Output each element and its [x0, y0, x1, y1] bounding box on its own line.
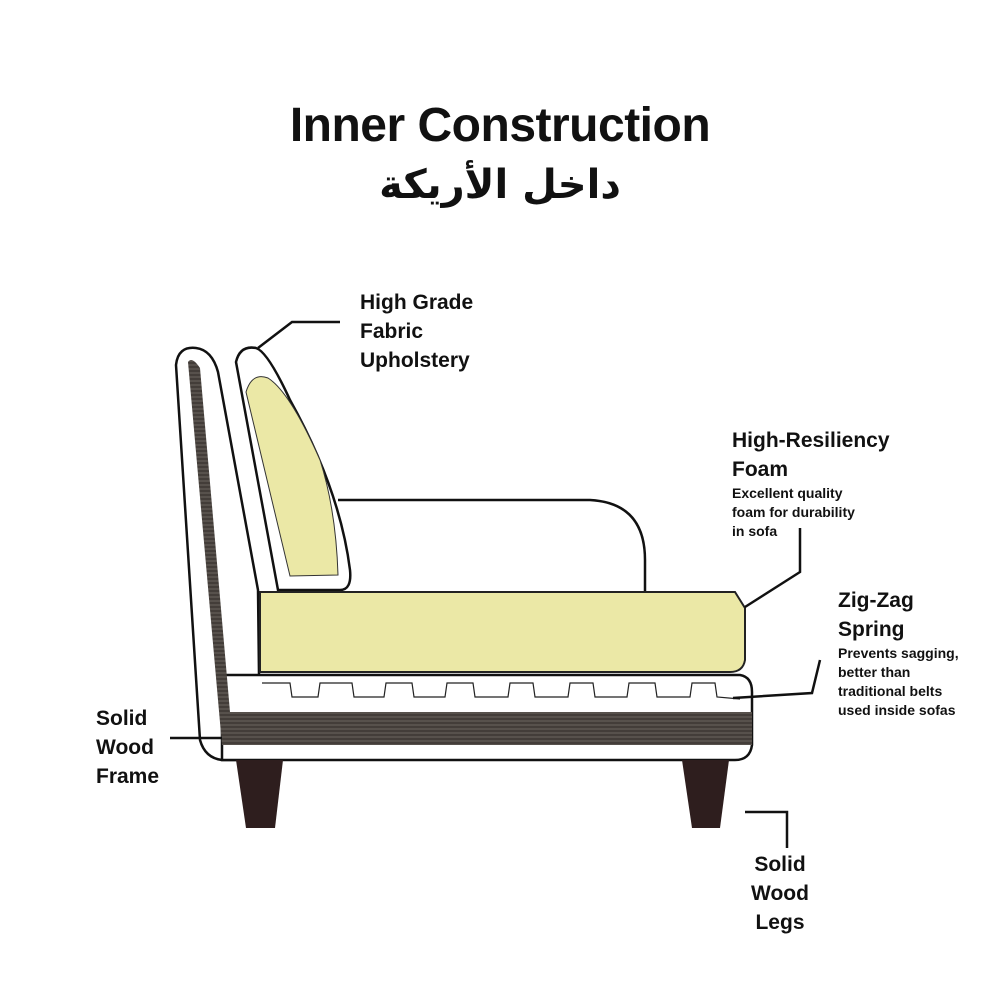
label-line: Zig-Zag: [838, 589, 914, 612]
back-foam: [245, 376, 339, 577]
right-leg: [682, 760, 729, 828]
page-title: Inner Construction: [289, 99, 711, 152]
foam-leader: [744, 528, 802, 609]
label-desc: traditional belts: [838, 683, 943, 699]
arabic-title: داخل الأريكة: [379, 162, 621, 208]
label-line: Solid: [96, 707, 148, 730]
label-line: Legs: [755, 911, 805, 934]
label-line: High Grade: [360, 291, 474, 314]
label-desc: foam for durability: [732, 504, 855, 520]
label-desc: better than: [838, 664, 911, 680]
label-line: Spring: [838, 618, 905, 641]
label-line: High-Resiliency: [732, 429, 890, 452]
label-spring: Zig-Zag Spring Prevents sagging, better …: [838, 586, 959, 720]
label-desc: in sofa: [732, 523, 778, 539]
upholstery-leader: [257, 320, 340, 349]
label-upholstery: High Grade Fabric Upholstery: [360, 288, 473, 375]
label-desc: Excellent quality: [732, 485, 843, 501]
left-leg: [236, 760, 283, 828]
label-desc: Prevents sagging,: [838, 645, 959, 661]
label-desc: used inside sofas: [838, 702, 956, 718]
label-line: Frame: [96, 765, 160, 788]
spring-leader: [732, 659, 822, 700]
legs-leader: [745, 810, 789, 848]
label-line: Wood: [96, 736, 154, 759]
zigzag-spring: [262, 682, 741, 700]
label-line: Solid: [754, 853, 806, 876]
label-line: Fabric: [360, 320, 424, 343]
arm-rest: [338, 498, 647, 592]
label-line: Upholstery: [360, 349, 470, 372]
label-line: Foam: [732, 458, 789, 481]
label-foam: High-Resiliency Foam Excellent quality f…: [732, 426, 890, 541]
label-line: Wood: [751, 882, 809, 905]
seat-foam: [259, 591, 746, 673]
label-legs: Solid Wood Legs: [740, 850, 820, 937]
label-frame: Solid Wood Frame: [96, 704, 159, 791]
